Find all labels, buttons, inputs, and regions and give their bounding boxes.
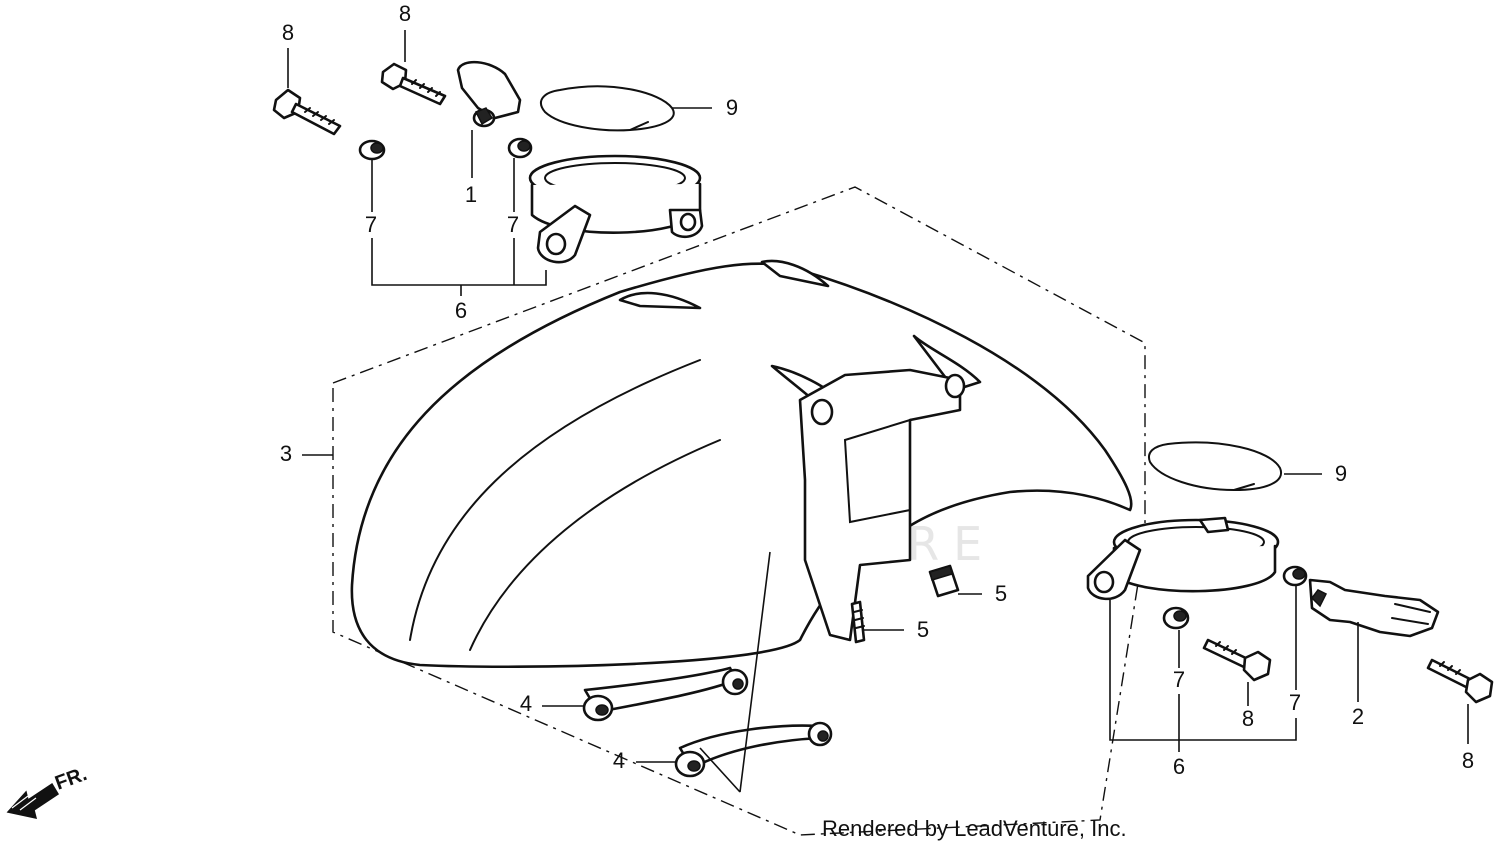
collar-upper-left (358, 139, 386, 161)
collar-right-upper (1282, 565, 1308, 587)
leader-clamp-to-fender (699, 551, 771, 793)
clip-square (928, 564, 960, 598)
callout-9: 9 (1335, 461, 1347, 486)
callout-4: 4 (613, 748, 625, 773)
callout-8: 8 (1242, 706, 1254, 731)
callout-6: 6 (1173, 754, 1185, 779)
callout-4: 4 (520, 691, 532, 716)
callout-7: 7 (365, 212, 377, 237)
callout-5: 5 (995, 581, 1007, 606)
flange-bolt-upper-center (380, 62, 447, 106)
fender-bracket-upper (528, 154, 704, 264)
callout-7: 7 (507, 212, 519, 237)
bracket-6a (371, 238, 547, 296)
direction-label: FR. (52, 763, 90, 795)
callout-5: 5 (917, 617, 929, 642)
callout-9: 9 (726, 95, 738, 120)
right-ring-clip (1148, 441, 1283, 492)
front-direction-arrow-icon (6, 782, 60, 819)
flange-bolt-upper-left (272, 88, 342, 136)
callout-1: 1 (465, 182, 477, 207)
callout-8: 8 (399, 1, 411, 26)
fender-bracket-right (1086, 516, 1280, 601)
brake-hose-clamp-lower (674, 721, 833, 778)
collar-upper-right (507, 137, 533, 159)
speedometer-cable-guide-right (1308, 578, 1440, 638)
callout-7: 7 (1289, 690, 1301, 715)
callout-6: 6 (455, 298, 467, 323)
flange-bolt-right-center (1202, 638, 1272, 682)
render-credit: Rendered by LeadVenture, Inc. (822, 816, 1127, 841)
flange-bolt-right-far (1426, 658, 1494, 704)
upper-ring-clip (540, 85, 675, 132)
callout-7: 7 (1173, 667, 1185, 692)
callout-8: 8 (1462, 748, 1474, 773)
clip-tube (850, 600, 866, 644)
callout-2: 2 (1352, 704, 1364, 729)
bracket-6b (1109, 600, 1297, 752)
assembly-boundary (332, 186, 1146, 836)
brake-hose-clamp-upper (582, 666, 749, 722)
callout-8: 8 (282, 20, 294, 45)
callout-3: 3 (280, 441, 292, 466)
collar-right-lower (1162, 606, 1190, 630)
speedometer-cable-guide-upper (456, 60, 522, 128)
front-fender (350, 259, 1133, 669)
